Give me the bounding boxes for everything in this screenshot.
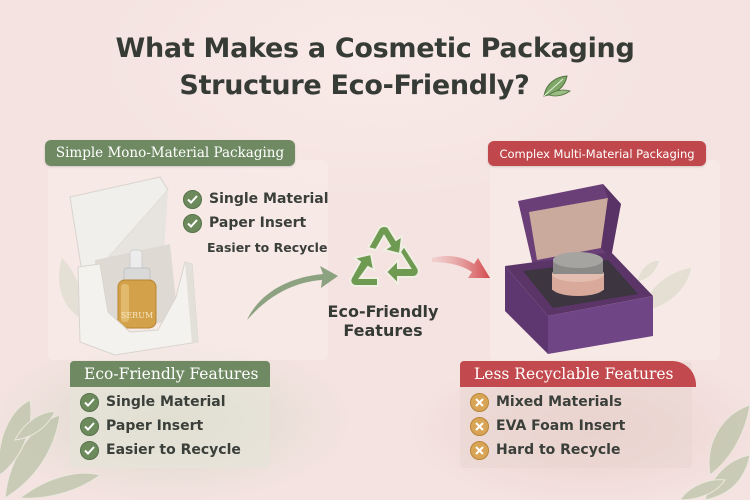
x-icon: [470, 440, 489, 460]
curved-arrow-green-icon: [247, 266, 338, 320]
less-recyclable-list: Mixed Materials EVA Foam Insert Hard to …: [470, 390, 625, 462]
list-item: EVA Foam Insert: [470, 414, 625, 438]
list-item: Easier to Recycle: [183, 235, 329, 259]
feature-text: Paper Insert: [106, 418, 204, 434]
less-recyclable-heading: Less Recyclable Features: [460, 361, 696, 387]
purple-rigid-box-jar-image: [505, 184, 653, 354]
check-icon: [183, 213, 202, 233]
feature-text: Easier to Recycle: [106, 442, 241, 458]
highlight-text: Easier to Recycle: [207, 239, 328, 255]
x-icon: [470, 416, 489, 436]
center-eco-label: Eco-Friendly Features: [318, 302, 448, 340]
title-line-1: What Makes a Cosmetic Packaging: [115, 33, 635, 64]
list-item: Paper Insert: [80, 414, 241, 438]
feature-text: Mixed Materials: [496, 394, 622, 410]
eco-features-heading: Eco-Friendly Features: [70, 361, 270, 387]
recycle-icon: [349, 225, 420, 287]
center-label-line-1: Eco-Friendly: [327, 302, 439, 321]
multi-material-label: Complex Multi-Material Packaging: [488, 141, 706, 166]
feature-text: Hard to Recycle: [496, 442, 621, 458]
highlight-text: Single Material: [209, 191, 329, 207]
list-item: Paper Insert: [183, 211, 329, 235]
eco-features-list: Single Material Paper Insert Easier to R…: [80, 390, 241, 462]
title-line-2: Structure Eco-Friendly?: [179, 70, 530, 101]
highlight-text: Paper Insert: [209, 215, 307, 231]
leaf-decoration-right-box-icon: [636, 259, 693, 313]
svg-text:SERUM: SERUM: [121, 311, 153, 320]
list-item: Hard to Recycle: [470, 438, 625, 462]
mono-material-label: Simple Mono-Material Packaging: [45, 140, 295, 166]
check-icon: [80, 392, 99, 412]
check-icon: [80, 440, 99, 460]
curved-arrow-red-icon: [432, 256, 490, 278]
feature-text: EVA Foam Insert: [496, 418, 626, 434]
feature-text: Single Material: [106, 394, 226, 410]
leaf-decoration-bottom-right-icon: [679, 404, 750, 500]
check-icon: [80, 416, 99, 436]
list-item: Single Material: [80, 390, 241, 414]
list-item: Single Material: [183, 187, 329, 211]
leaf-icon: [542, 75, 571, 97]
check-icon: [183, 189, 202, 209]
white-paper-box-serum-image: SERUM: [69, 176, 199, 356]
list-item: Mixed Materials: [470, 390, 625, 414]
leaf-decoration-bottom-left-icon: [0, 399, 102, 499]
page-title: What Makes a Cosmetic Packaging Structur…: [0, 30, 750, 104]
list-item: Easier to Recycle: [80, 438, 241, 462]
mono-highlights-list: Single Material Paper Insert Easier to R…: [183, 187, 329, 259]
x-icon: [470, 392, 489, 412]
center-label-line-2: Features: [343, 321, 423, 340]
